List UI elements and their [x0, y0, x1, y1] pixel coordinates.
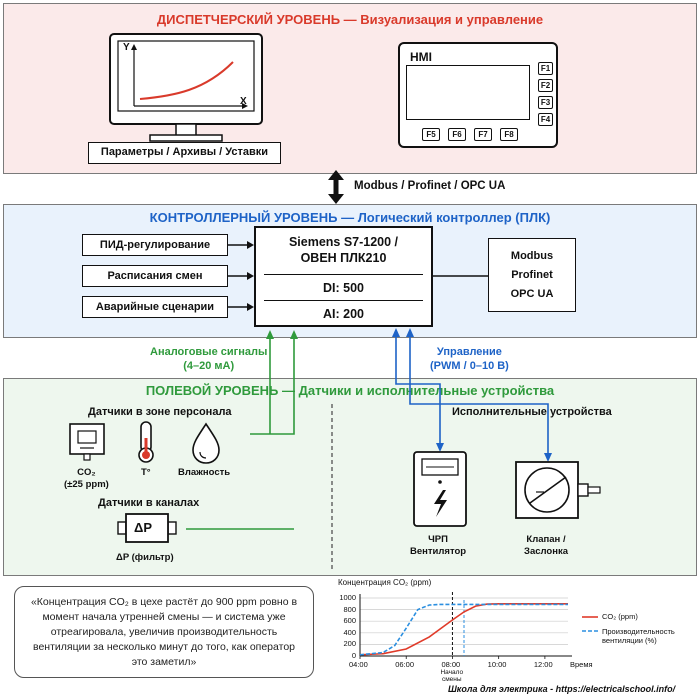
hmi-key-f1[interactable]: F1 — [538, 62, 553, 75]
chart-ylabel: Концентрация CO₂ (ppm) — [338, 578, 432, 587]
y-tick-label: 600 — [343, 616, 356, 626]
y-tick-label: 400 — [343, 627, 356, 637]
plc-di: DI: 500 — [323, 281, 364, 295]
actuators-label: Исполнительные устройства — [452, 406, 612, 418]
protocols-block: Modbus Profinet OPC UA — [488, 238, 576, 312]
bus-label: Modbus / Profinet / OPC UA — [354, 180, 506, 192]
controller-level-title: КОНТРОЛЛЕРНЫЙ УРОВЕНЬ — Логический контр… — [149, 210, 551, 225]
plc-block[interactable]: Siemens S7-1200 / ОВЕН ПЛК210 DI: 500 AI… — [254, 226, 433, 327]
control-signals-label: Управление (PWM / 0–10 В) — [430, 346, 509, 372]
monitor-caption: Параметры / Архивы / Уставки — [88, 142, 281, 164]
plc-ai: AI: 200 — [323, 307, 364, 321]
axis-x-label: X — [240, 96, 247, 107]
x-tick-label: 08:00 — [441, 660, 461, 669]
legend-vent-label: Производительность вентиляции (%) — [602, 627, 675, 645]
quote-box: «Концентрация CO₂ в цехе растёт до 900 p… — [14, 586, 314, 678]
staff-zone-label: Датчики в зоне персонала — [88, 406, 232, 418]
x-tick-label: 12:00 — [533, 660, 553, 669]
dp-label: ΔP (фильтр) — [116, 552, 174, 563]
dispatcher-level-title: ДИСПЕТЧЕРСКИЙ УРОВЕНЬ — Визуализация и у… — [156, 12, 544, 27]
x-tick-label: 10:00 — [487, 660, 507, 669]
temperature-label: T° — [141, 467, 151, 478]
shift-start-label: Начало смены — [440, 669, 464, 683]
function-emergency: Аварийные сценарии — [82, 296, 228, 318]
x-tick-label: 04:00 — [349, 660, 368, 669]
hmi-key-f6[interactable]: F6 — [448, 128, 466, 141]
field-level-title: ПОЛЕВОЙ УРОВЕНЬ — Датчики и исполнительн… — [145, 383, 555, 398]
valve-label: Клапан / Заслонка — [524, 534, 569, 557]
analog-signals-label: Аналоговые сигналы (4–20 мА) — [150, 346, 268, 372]
hmi-key-f5[interactable]: F5 — [422, 128, 440, 141]
hmi-label: HMI — [410, 50, 432, 64]
hmi-screen — [406, 65, 530, 120]
hmi-key-f4[interactable]: F4 — [538, 113, 553, 126]
y-tick-label: 0 — [351, 651, 356, 660]
function-schedules: Расписания смен — [82, 265, 228, 287]
hmi-key-f2[interactable]: F2 — [538, 79, 553, 92]
ventilation-series-line — [359, 603, 568, 656]
humidity-label: Влажность — [178, 467, 231, 478]
y-tick-label: 1000 — [339, 593, 356, 602]
x-tick-label: 06:00 — [395, 660, 414, 669]
hmi-key-f7[interactable]: F7 — [474, 128, 492, 141]
co2-label: CO₂ (±25 ppm) — [64, 467, 109, 490]
hmi-key-f8[interactable]: F8 — [500, 128, 518, 141]
field-level-panel: ПОЛЕВОЙ УРОВЕНЬ — Датчики и исполнительн… — [3, 378, 697, 576]
function-pid: ПИД-регулирование — [82, 234, 228, 256]
plc-name: Siemens S7-1200 / ОВЕН ПЛК210 — [288, 235, 399, 265]
y-tick-label: 800 — [343, 604, 356, 614]
legend-co2-label: CO₂ (ppm) — [602, 612, 638, 621]
footer-credit: Школа для электрика - https://electrical… — [448, 684, 676, 694]
y-tick-label: 200 — [343, 639, 356, 649]
hmi-key-f3[interactable]: F3 — [538, 96, 553, 109]
ducts-label: Датчики в каналах — [98, 497, 200, 509]
chart-xlabel: Время — [570, 660, 593, 669]
axis-y-label: Y — [123, 42, 130, 53]
vfd-label: ЧРП Вентилятор — [410, 534, 467, 557]
dp-symbol: ΔP — [134, 520, 153, 535]
